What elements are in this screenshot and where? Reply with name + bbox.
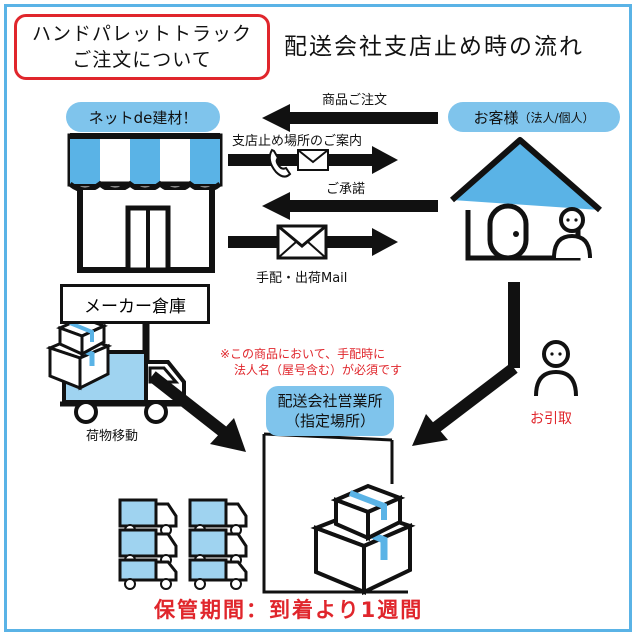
guide-label: 支店止め場所のご案内 [232,134,363,149]
title-line-1: ハンドパレットトラック [31,23,252,45]
storage-period-footer: 保管期間：到着より1週間 [154,598,424,622]
warehouse-to-depot-arrow [148,371,246,452]
customer-label: お客様（法人/個人） [448,102,620,132]
customer-person-icon [552,207,592,259]
fleet-truck-3 [118,558,178,590]
header-title: 配送会社支店止め時の流れ [284,34,584,60]
order-arrow [262,104,438,132]
cargo-move-label: 荷物移動 [86,429,139,444]
notice-line-1: ※この商品において、手配時に [220,347,386,361]
fleet-truck-5 [188,528,248,566]
customer-label-main: お客様 [473,108,519,127]
customer-label-sub: （法人/個人） [518,110,595,125]
depot-line-2: （指定場所） [284,412,375,430]
depot-line-1: 配送会社営業所 [277,392,383,410]
title-line-2: ご注文について [72,49,212,71]
pickup-label: お引取 [530,411,572,427]
mail-envelope-icon [276,224,328,260]
warehouse-label: メーカー倉庫 [60,284,210,324]
notice-line-2: 法人名（屋号含む）が必須です [234,363,403,377]
envelope-icon [297,149,329,171]
fleet-truck-6 [188,558,248,590]
store-awning [67,133,223,193]
house-icon [450,137,602,261]
cargo-boxes-icon [45,316,113,391]
depot-label: 配送会社営業所 （指定場所） [266,386,394,436]
shop-label: ネットde建材！ [66,102,220,132]
consent-arrow [262,192,438,220]
title-box: ハンドパレットトラック ご注文について [14,14,270,80]
truck-fleet-icon [118,498,248,590]
mail-label: 手配・出荷Mail [256,271,348,286]
phone-icon [268,148,292,178]
consent-label: ご承諾 [326,182,366,197]
order-label: 商品ご注文 [322,93,388,108]
fleet-truck-4 [188,498,248,536]
customer-to-depot-arrow [412,282,520,446]
store-icon [67,133,223,273]
stored-boxes-icon [310,483,416,596]
pickup-person-icon [534,340,578,397]
